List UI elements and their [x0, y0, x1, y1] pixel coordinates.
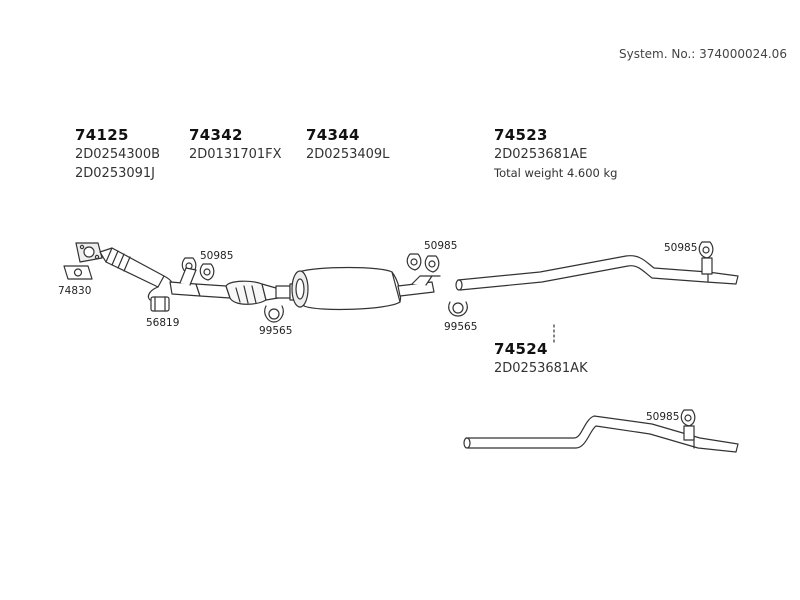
catalytic-converter — [169, 267, 279, 305]
part-code: 2D0131701FX — [189, 147, 282, 162]
part-74523: 74523 2D0253681AE Total weight 4.600 kg — [494, 126, 617, 183]
system-number: System. No.: 374000024.06 — [619, 47, 787, 61]
front-flange — [75, 242, 103, 263]
middle-muffler — [291, 266, 441, 311]
part-74342: 74342 2D0131701FX — [189, 126, 282, 164]
hanger-rubber — [698, 241, 714, 275]
part-number: 74342 — [189, 126, 243, 144]
total-weight: Total weight 4.600 kg — [494, 166, 618, 180]
part-74524: 74524 2D0253681AK — [494, 340, 588, 378]
label-hanger: 50985 — [646, 411, 680, 423]
part-code: 2D0253091J — [75, 166, 156, 181]
gasket — [63, 265, 93, 280]
label-hanger: 50985 — [424, 240, 458, 252]
label-clip: 99565 — [444, 321, 478, 333]
label-clip: 99565 — [259, 325, 293, 337]
part-number: 74344 — [306, 126, 360, 144]
pipe-clip — [448, 301, 468, 317]
part-74344: 74344 2D0253409L — [306, 126, 389, 164]
part-number: 74523 — [494, 126, 548, 144]
pipe-clip — [264, 305, 284, 323]
hanger-rubber — [406, 253, 440, 273]
hanger-rubber — [680, 409, 696, 441]
tail-pipe — [455, 255, 739, 291]
part-code: 2D0253409L — [306, 147, 390, 162]
tail-pipe-alternative — [463, 415, 739, 453]
part-code: 2D0254300B — [75, 147, 161, 162]
label-gasket: 74830 — [58, 285, 92, 297]
part-74125: 74125 2D0254300B 2D0253091J — [75, 126, 160, 183]
label-clamp-sleeve: 56819 — [146, 317, 180, 329]
part-code: 2D0253681AK — [494, 361, 588, 376]
part-number: 74524 — [494, 340, 548, 358]
front-pipe — [99, 247, 175, 301]
label-hanger: 50985 — [200, 250, 234, 262]
part-code: 2D0253681AE — [494, 147, 588, 162]
label-hanger: 50985 — [664, 242, 698, 254]
part-number: 74125 — [75, 126, 129, 144]
clamp-sleeve — [150, 296, 170, 312]
